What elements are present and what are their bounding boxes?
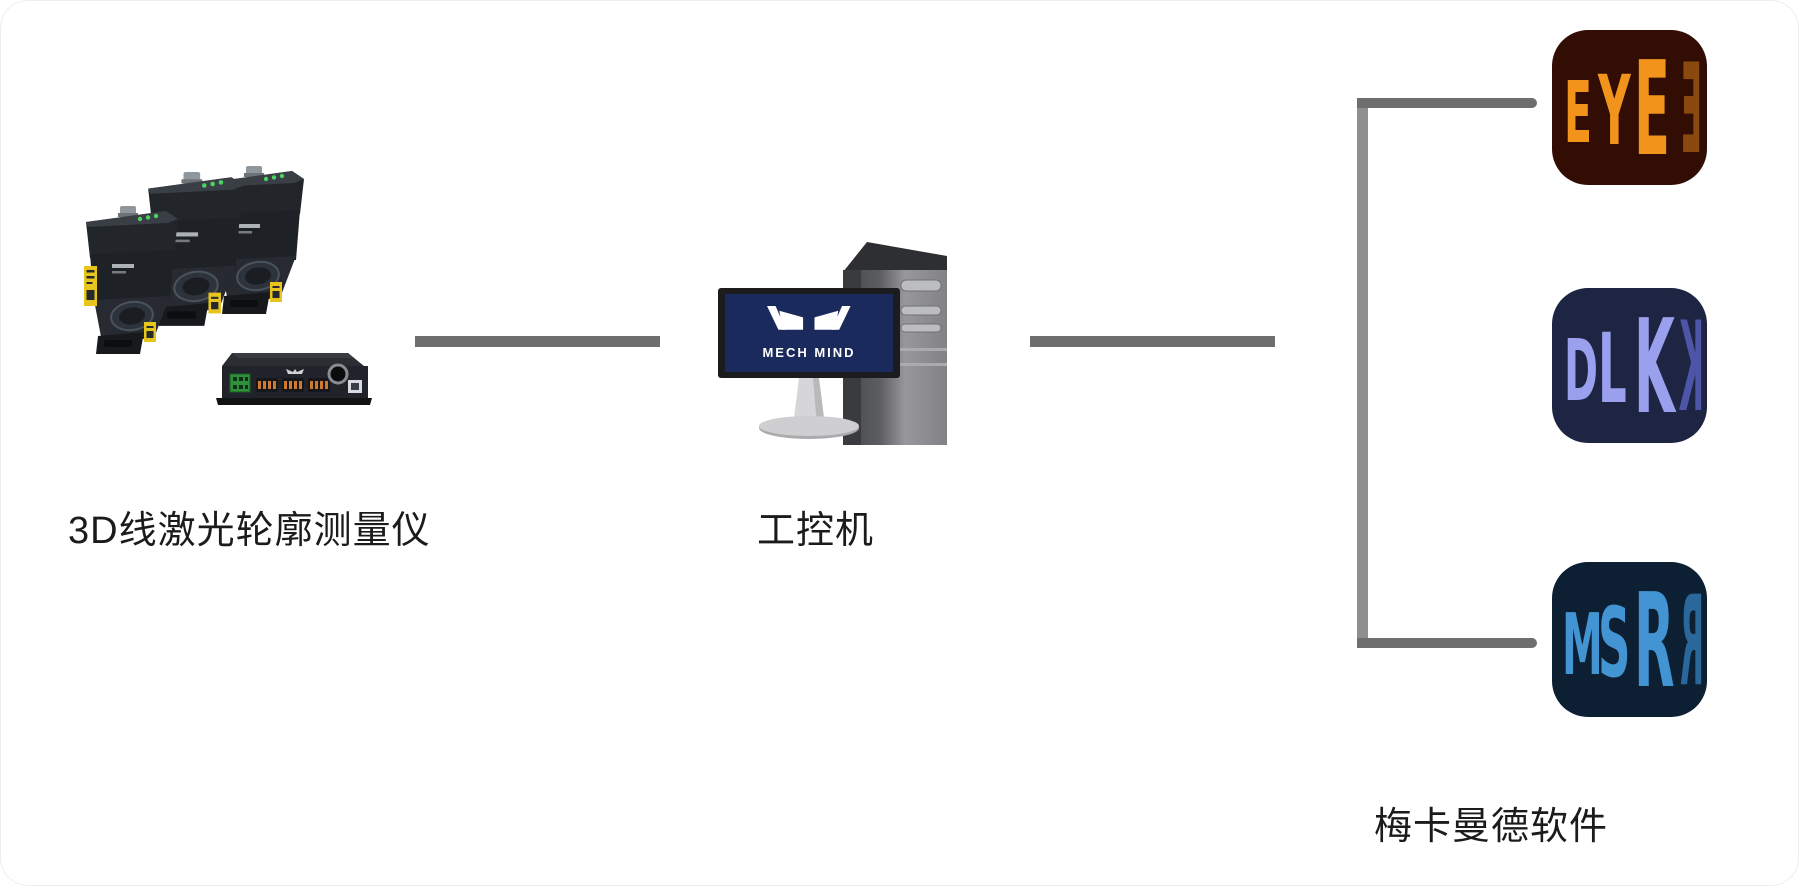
monitor-screen: [725, 294, 893, 372]
drive-bay: [900, 305, 942, 316]
icon-letter: L: [1598, 312, 1627, 425]
icon-letter: E: [1634, 35, 1670, 185]
monitor-base: [759, 416, 859, 436]
pc-monitor: MECH MIND: [718, 288, 900, 439]
terminal-block: [229, 373, 251, 393]
eye-app-icon: E E Y E: [1552, 30, 1707, 185]
industrial-pc-illustration: MECH MIND: [718, 242, 947, 445]
bracket-vertical-line: [1357, 98, 1368, 648]
icon-letter: S: [1598, 586, 1630, 699]
software-label: 梅卡曼德软件: [1374, 806, 1609, 848]
icon-letter: K: [1634, 293, 1676, 443]
screen-brand-text: MECH MIND: [762, 345, 855, 360]
bracket-bottom-line: [1357, 638, 1537, 648]
mech-mind-mark: [286, 369, 304, 374]
controller-box-illustration: [216, 353, 372, 405]
icon-letter: Y: [1597, 54, 1631, 167]
connector-line-left: [415, 336, 660, 347]
msr-app-icon: R M S R: [1552, 562, 1707, 717]
icon-letter: R: [1634, 567, 1675, 717]
drive-bay: [900, 323, 942, 333]
round-connector: [327, 363, 349, 385]
icon-ghost-letter: K: [1679, 296, 1704, 440]
icon-ghost-letter: R: [1680, 570, 1704, 714]
icon-letter: D: [1564, 321, 1598, 420]
icon-ghost-letter: E: [1681, 38, 1702, 182]
laser-profiler-illustration: [83, 165, 372, 405]
dlk-app-icon: K D L K: [1552, 288, 1707, 443]
ipc-label: 工控机: [757, 510, 875, 552]
connector-line-right: [1030, 336, 1275, 347]
io-connectors: [256, 378, 330, 392]
mech-mind-logo: [767, 306, 851, 330]
drive-bay: [900, 279, 942, 292]
icon-letter: M: [1562, 595, 1603, 694]
profiler-label: 3D线激光轮廓测量仪: [68, 510, 431, 552]
bracket-top-line: [1357, 98, 1537, 108]
icon-letter: E: [1564, 63, 1592, 162]
